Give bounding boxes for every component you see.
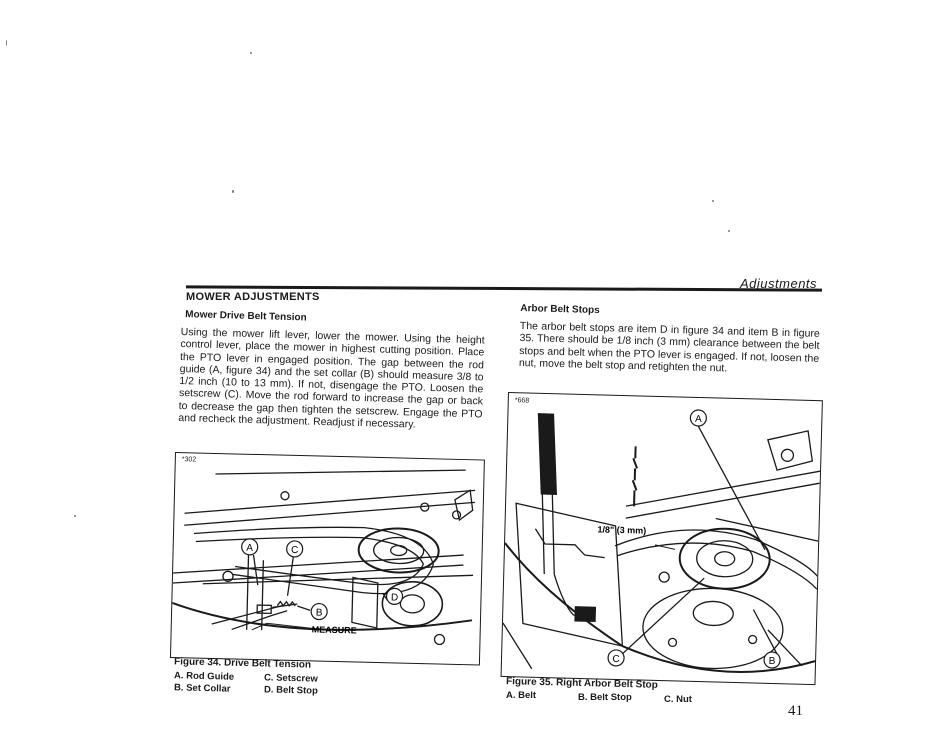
figure-34-caption: Figure 34. Drive Belt Tension: [173, 656, 312, 671]
right-column: Arbor Belt Stops The arbor belt stops ar…: [518, 303, 820, 377]
scan-speck: [728, 230, 730, 232]
figure-35-callout-c: [607, 649, 625, 667]
figure-35-legend-b: B. Belt Stop: [578, 692, 632, 703]
arbor-belt-subheading: Arbor Belt Stops: [520, 303, 600, 317]
arbor-belt-drawing: A B C 1/8" (3 mm): [502, 409, 821, 673]
figure-35-callout-a-label: A: [695, 414, 702, 425]
figure-34-callout-d: [385, 587, 404, 606]
figure-34-legend-c: C. Setscrew: [263, 672, 319, 685]
figure-35-illustration: *668: [500, 392, 823, 686]
figure-34-callout-c: [286, 540, 304, 558]
figure-34-illustration: *302: [169, 452, 485, 666]
scan-speck: [250, 52, 252, 54]
scan-speck: [712, 200, 714, 202]
clearance-label: 1/8" (3 mm): [597, 524, 646, 535]
figure-35-callout-c-label: C: [612, 654, 620, 665]
figure-35-id: *668: [514, 397, 530, 405]
figure-34-legend-a: A. Rod Guide: [173, 670, 235, 683]
figure-34-callout-b-label: B: [316, 607, 323, 618]
figure-34-callout-b: [310, 602, 328, 621]
figure-34-id: *302: [181, 456, 197, 464]
figure-35-callout-b: [763, 651, 781, 669]
figure-34-callout-c-label: C: [291, 545, 299, 556]
figure-35-callout-b-label: B: [769, 656, 776, 667]
figure-34-callout-a-label: A: [246, 543, 253, 554]
figure-34-callout-a: [241, 538, 259, 556]
figure-35-caption: Figure 35. Right Arbor Belt Stop: [505, 676, 658, 691]
figure-35-legend-a: A. Belt: [506, 690, 537, 701]
scan-speck: [74, 515, 76, 517]
figure-34-legend-b: B. Set Collar: [173, 682, 231, 695]
figure-35-callout-a: [689, 409, 707, 427]
figure-35-legend-c: C. Nut: [664, 694, 692, 705]
figure-34-legend-d: D. Belt Stop: [263, 684, 318, 697]
scan-speck: [232, 190, 234, 193]
figure-34-callout-d-label: D: [391, 592, 399, 603]
measure-label: MEASURE: [312, 624, 357, 635]
drive-belt-subheading: Mower Drive Belt Tension: [185, 309, 307, 324]
left-column: Mower Drive Belt Tension Using the mower…: [178, 309, 485, 433]
arbor-belt-body: The arbor belt stops are item D in figur…: [518, 320, 820, 375]
drive-belt-body: Using the mower lift lever, lower the mo…: [178, 325, 485, 431]
running-header: Adjustments: [740, 276, 818, 291]
scan-speck: [6, 40, 7, 46]
page-number: 41: [788, 703, 803, 719]
section-title: MOWER ADJUSTMENTS: [186, 291, 320, 303]
drive-belt-drawing: A B C D MEASURE: [171, 469, 476, 646]
